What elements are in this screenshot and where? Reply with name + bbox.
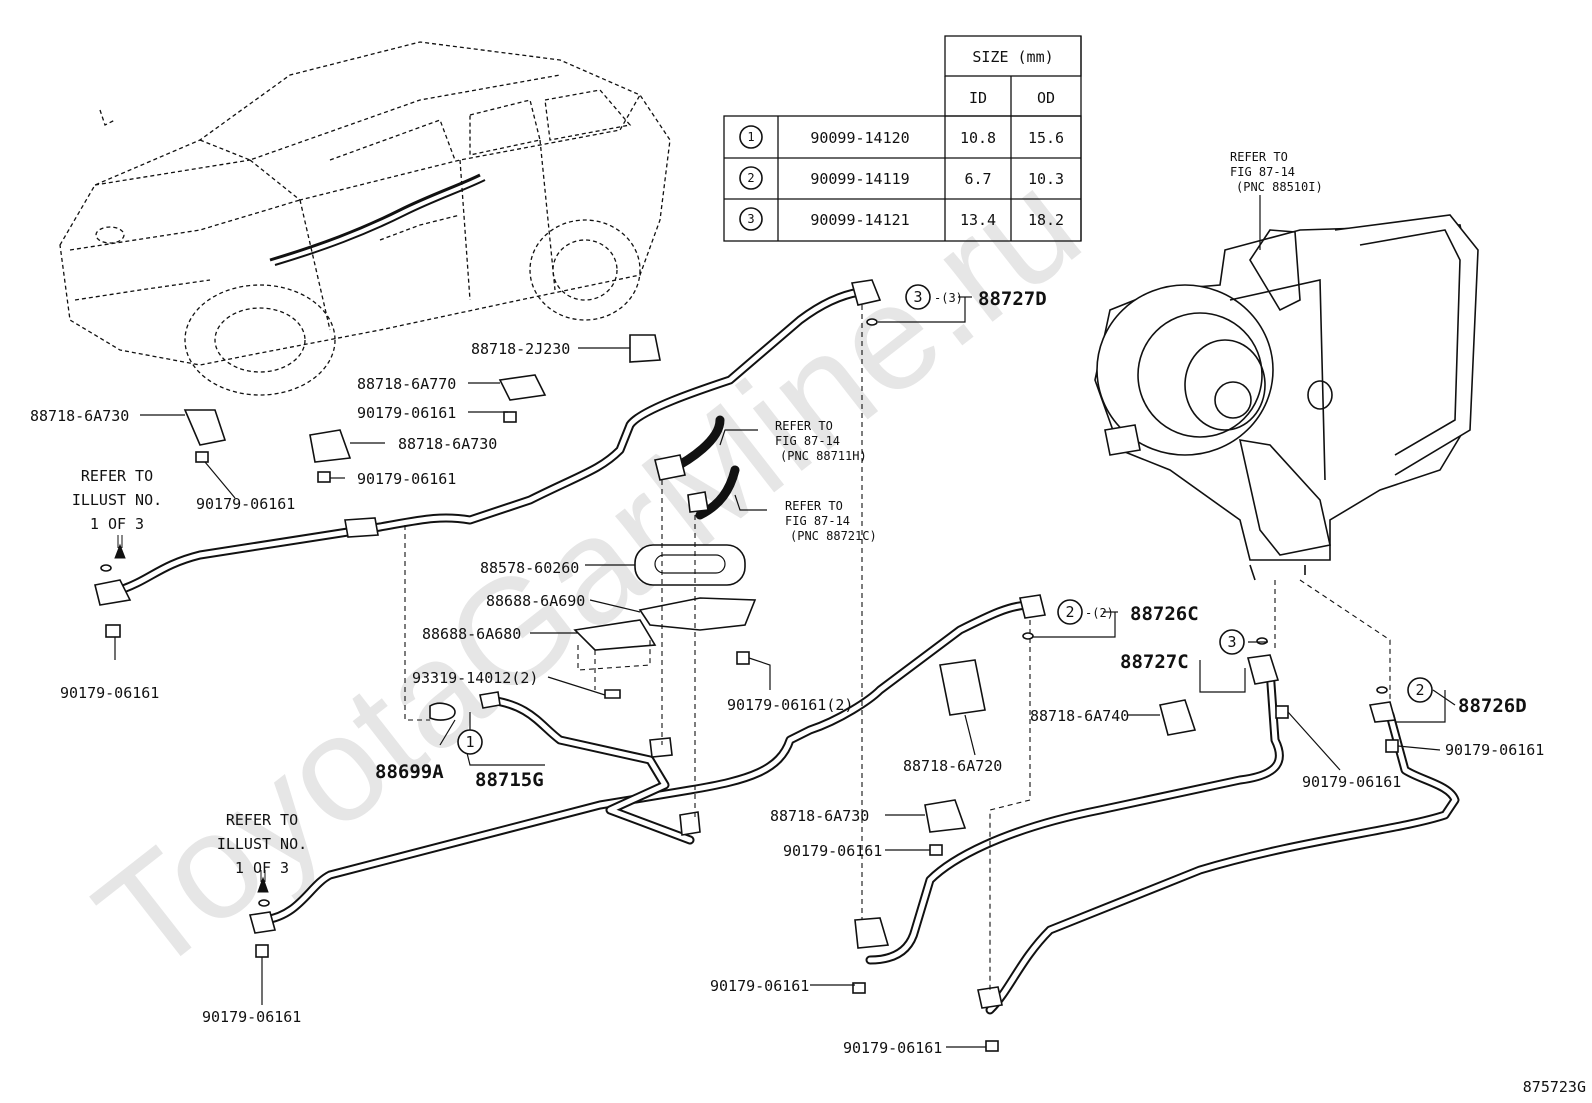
vehicle-illustration — [59, 41, 671, 396]
part-label-90179-g: 90179-06161 — [1445, 741, 1544, 759]
part-labels: 88727D 88726C 88727C 88726D 88699A 88715… — [30, 288, 1544, 1057]
table-row-id: 13.4 — [960, 211, 996, 229]
refer-88711-line3: (PNC 88711H) — [780, 449, 867, 463]
part-label-93319-14012: 93319-14012(2) — [412, 669, 538, 687]
refer-88721-line2: FIG 87-14 — [785, 514, 850, 528]
part-label-90179-d: 90179-06161 — [60, 684, 159, 702]
part-label-88699A: 88699A — [375, 761, 444, 783]
alignment-lines — [404, 305, 1391, 990]
figure-code: 875723G — [1523, 1078, 1586, 1096]
table-row-id: 10.8 — [960, 129, 996, 147]
part-label-88578-60260: 88578-60260 — [480, 559, 579, 577]
part-label-88688-6A690: 88688-6A690 — [486, 592, 585, 610]
callout-2a-qty: -(2) — [1085, 606, 1114, 620]
part-label-88718-6A740: 88718-6A740 — [1030, 707, 1129, 725]
part-label-88688-6A680: 88688-6A680 — [422, 625, 521, 643]
part-label-88727D: 88727D — [978, 288, 1047, 310]
refer-88721-line1: REFER TO — [785, 499, 843, 513]
table-row-number: 3 — [747, 212, 754, 226]
part-label-90179-b: 90179-06161 — [357, 470, 456, 488]
callout-3a-qty: -(3) — [934, 291, 963, 305]
part-label-90179-k: 90179-06161 — [843, 1039, 942, 1057]
table-row-part: 90099-14120 — [810, 129, 909, 147]
refer-88510-line3: (PNC 88510I) — [1236, 180, 1323, 194]
refer-illust-b-line2: ILLUST NO. — [217, 835, 307, 853]
callout-3b: 3 — [1227, 633, 1236, 651]
refer-88711-line2: FIG 87-14 — [775, 434, 840, 448]
part-label-88718-6A730-a: 88718-6A730 — [30, 407, 129, 425]
refer-illust-a-line3: 1 OF 3 — [90, 515, 144, 533]
table-row-od: 15.6 — [1028, 129, 1064, 147]
part-label-90179-f: 90179-06161 — [1302, 773, 1401, 791]
table-row: 1 90099-14120 10.8 15.6 — [739, 125, 1064, 149]
table-row-part: 90099-14119 — [810, 170, 909, 188]
part-label-90179-c: 90179-06161 — [196, 495, 295, 513]
refer-88510-line2: FIG 87-14 — [1230, 165, 1295, 179]
callout-1: 1 — [465, 733, 474, 751]
table-row-number: 1 — [747, 130, 754, 144]
table-row-od: 10.3 — [1028, 170, 1064, 188]
refer-88721-line3: (PNC 88721C) — [790, 529, 877, 543]
refer-illust-a-line2: ILLUST NO. — [72, 491, 162, 509]
part-label-88718-2J230: 88718-2J230 — [471, 340, 570, 358]
part-label-88726D: 88726D — [1458, 695, 1527, 717]
size-table: SIZE (mm) ID OD 1 90099-14120 10.8 15.6 … — [723, 35, 1082, 242]
part-label-88715G: 88715G — [475, 769, 544, 791]
refer-88711-line1: REFER TO — [775, 419, 833, 433]
part-label-88718-6A770: 88718-6A770 — [357, 375, 456, 393]
parts-shapes — [94, 279, 1399, 1052]
part-label-90179-h: 90179-06161 — [783, 842, 882, 860]
part-label-88726C: 88726C — [1130, 603, 1199, 625]
table-row: 3 90099-14121 13.4 18.2 — [739, 207, 1064, 231]
part-label-90179-a: 90179-06161 — [357, 404, 456, 422]
table-header-id: ID — [969, 89, 987, 107]
refer-illust-b-line3: 1 OF 3 — [235, 859, 289, 877]
refer-illust-b-line1: REFER TO — [226, 811, 298, 829]
part-label-90179-j: 90179-06161 — [710, 977, 809, 995]
refer-notes: REFER TO FIG 87-14 (PNC 88510I) REFER TO… — [72, 150, 1323, 877]
refrigerant-pipes — [115, 287, 1460, 1015]
table-row-od: 18.2 — [1028, 211, 1064, 229]
part-label-90179-e: 90179-06161(2) — [727, 696, 853, 714]
table-row: 2 90099-14119 6.7 10.3 — [739, 166, 1064, 190]
part-label-88727C: 88727C — [1120, 651, 1189, 673]
part-label-88718-6A730-c: 88718-6A730 — [770, 807, 869, 825]
callout-2b: 2 — [1415, 681, 1424, 699]
part-label-90179-i: 90179-06161 — [202, 1008, 301, 1026]
refer-illust-a-line1: REFER TO — [81, 467, 153, 485]
table-row-part: 90099-14121 — [810, 211, 909, 229]
table-header-size: SIZE (mm) — [972, 48, 1053, 66]
part-label-88718-6A730-b: 88718-6A730 — [398, 435, 497, 453]
callout-3a: 3 — [913, 288, 922, 306]
refer-88510-line1: REFER TO — [1230, 150, 1288, 164]
circled-callouts: 3 -(3) 2 -(2) 3 2 1 — [457, 284, 1433, 755]
watermark: ToyotaGarMine.ru — [66, 139, 1109, 1005]
table-row-number: 2 — [747, 171, 754, 185]
part-label-88718-6A720: 88718-6A720 — [903, 757, 1002, 775]
table-header-od: OD — [1037, 89, 1055, 107]
vehicle-harness — [269, 173, 486, 266]
table-row-id: 6.7 — [964, 170, 991, 188]
callout-2a: 2 — [1065, 603, 1074, 621]
blower-unit-illustration — [1094, 214, 1479, 581]
